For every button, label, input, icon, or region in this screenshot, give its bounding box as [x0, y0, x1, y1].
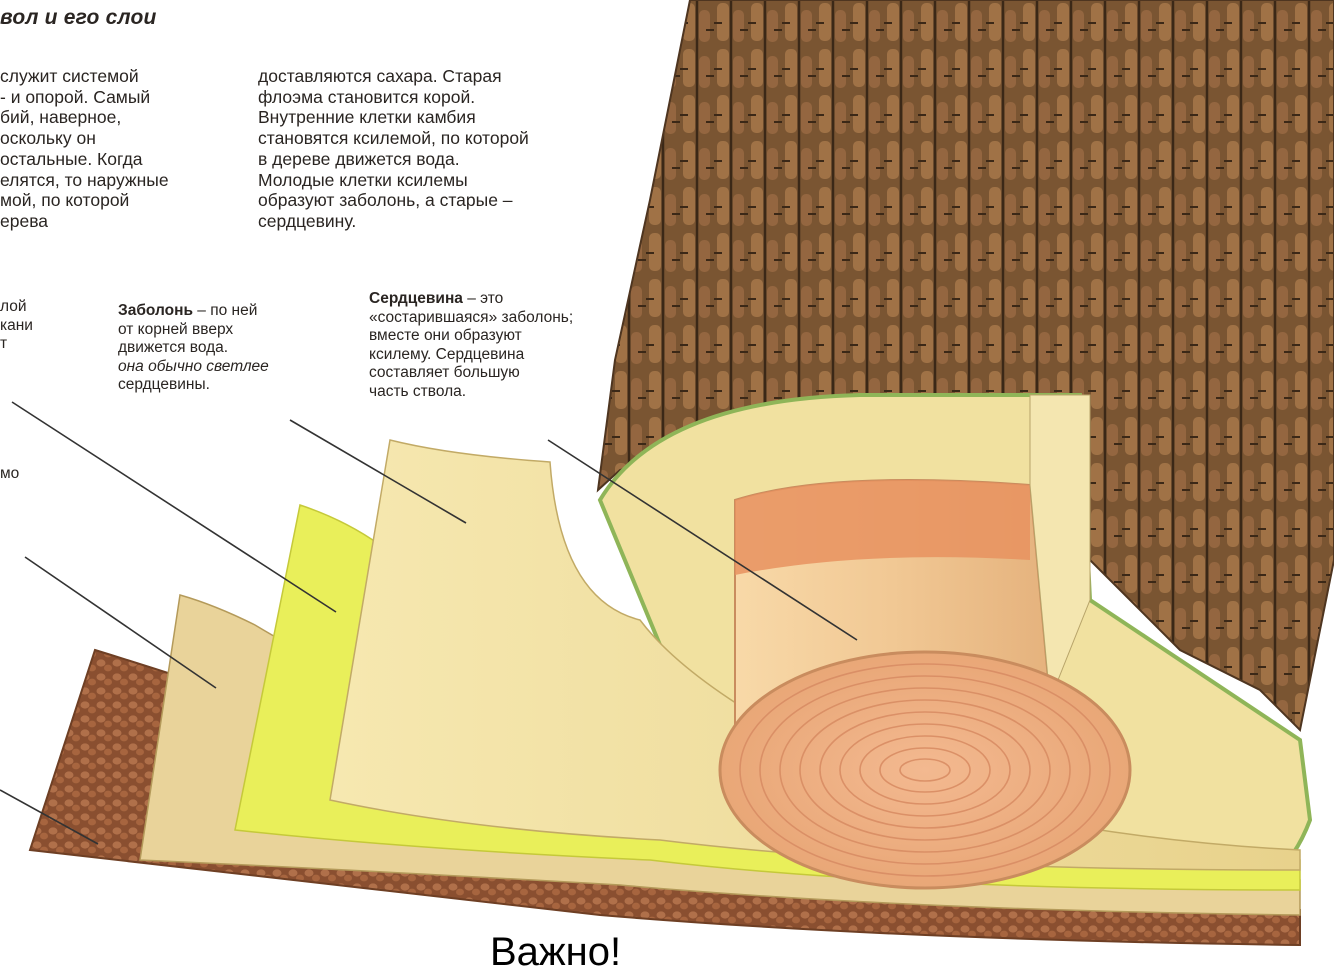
callout-line: лой: [0, 298, 33, 317]
callout-line: составляет большую: [369, 364, 573, 383]
text-line: служит системой: [0, 66, 169, 87]
callout-line: Сердцевина – это: [369, 290, 573, 309]
callout-term: Заболонь: [118, 302, 193, 319]
callout-line: часть ствола.: [369, 383, 573, 402]
text-line: сердцевину.: [258, 211, 529, 232]
callout-phloem: лой кани т: [0, 298, 33, 354]
callout-line: вместе они образуют: [369, 327, 573, 346]
callout-text: – по ней: [193, 302, 257, 319]
text-line: ерева: [0, 211, 169, 232]
text-line: в дереве движется вода.: [258, 149, 529, 170]
text-line: елятся, то наружные: [0, 170, 169, 191]
text-line: образуют заболонь, а старые –: [258, 190, 529, 211]
intro-paragraph-left: служит системой - и опорой. Самый бий, н…: [0, 66, 169, 232]
callout-line: т: [0, 335, 33, 354]
text-line: Молодые клетки ксилемы: [258, 170, 529, 191]
callout-line: кани: [0, 317, 33, 336]
text-line: остальные. Когда: [0, 149, 169, 170]
callout-sapwood: Заболонь – по ней от корней вверх движет…: [118, 302, 269, 395]
callout-line: от корней вверх: [118, 321, 269, 340]
callout-heartwood: Сердцевина – это «состарившаяся» заболон…: [369, 290, 573, 402]
text-line: - и опорой. Самый: [0, 87, 169, 108]
page-title: вол и его слои: [0, 6, 157, 30]
text-line: Внутренние клетки камбия: [258, 107, 529, 128]
text-line: флоэма становится корой.: [258, 87, 529, 108]
callout-line: Заболонь – по ней: [118, 302, 269, 321]
callout-line: мо: [0, 465, 19, 484]
intro-paragraph-right: доставляются сахара. Старая флоэма стано…: [258, 66, 529, 232]
text-line: оскольку он: [0, 128, 169, 149]
text-line: мой, по которой: [0, 190, 169, 211]
callout-line: сердцевины.: [118, 376, 269, 395]
callout-term: Сердцевина: [369, 290, 463, 307]
callout-cambium: мо: [0, 465, 19, 484]
footer-note: Важно!: [490, 930, 621, 975]
callout-text: – это: [463, 290, 503, 307]
text-line: доставляются сахара. Старая: [258, 66, 529, 87]
text-line: бий, наверное,: [0, 107, 169, 128]
callout-line: движется вода.: [118, 339, 269, 358]
callout-line: «состарившаяся» заболонь;: [369, 309, 573, 328]
callout-line: она обычно светлее: [118, 358, 269, 377]
text-line: становятся ксилемой, по которой: [258, 128, 529, 149]
callout-line: ксилему. Сердцевина: [369, 346, 573, 365]
callout-italic-text: она обычно светлее: [118, 358, 269, 375]
